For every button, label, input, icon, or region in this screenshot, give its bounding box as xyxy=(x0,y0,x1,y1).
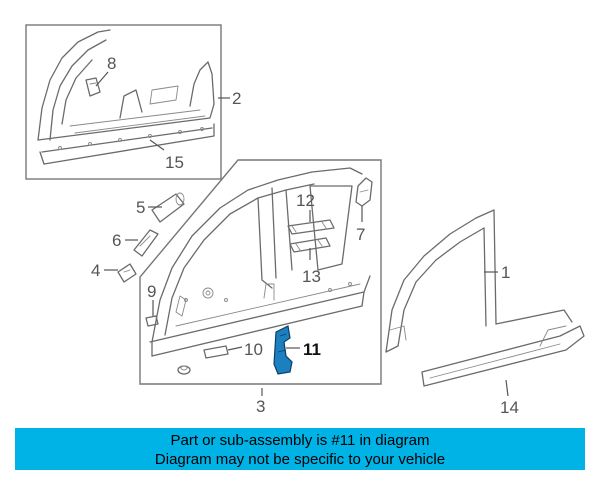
part-9-bracket xyxy=(145,315,159,327)
part-6-bracket xyxy=(133,229,159,257)
part-10-plate xyxy=(203,345,229,359)
side-panel-assembly-inset xyxy=(37,29,215,165)
callout-1: 1 xyxy=(501,263,510,282)
part-5-cylinder xyxy=(151,192,185,223)
leader-lines xyxy=(95,71,509,397)
callout-14: 14 xyxy=(500,398,519,417)
callout-6: 6 xyxy=(112,231,121,250)
callout-12: 12 xyxy=(296,191,315,210)
banner-line-1: Part or sub-assembly is #11 in diagram xyxy=(170,432,430,449)
part-14-rocker-panel xyxy=(421,325,585,387)
callout-5: 5 xyxy=(136,198,145,217)
callout-8: 8 xyxy=(107,54,116,73)
part-8-bracket xyxy=(85,77,101,97)
part-13-reinforcement xyxy=(289,237,331,253)
banner-line-2: Diagram may not be specific to your vehi… xyxy=(154,451,446,468)
info-banner: Part or sub-assembly is #11 in diagram D… xyxy=(15,428,585,470)
part-1-outer-side-panel xyxy=(385,209,573,353)
body-side-inner-assembly xyxy=(149,167,371,357)
part-7-bracket xyxy=(355,177,373,207)
inset-frame-top xyxy=(25,24,222,180)
bottom-grommet xyxy=(177,365,191,375)
inset-frame-center xyxy=(139,159,382,385)
callout-9: 9 xyxy=(147,282,156,301)
callout-4: 4 xyxy=(91,261,100,280)
callout-3: 3 xyxy=(256,397,265,416)
callout-7: 7 xyxy=(356,225,365,244)
part-12-reinforcement xyxy=(287,219,335,235)
callout-13: 13 xyxy=(302,267,321,286)
part-4-bracket xyxy=(117,263,137,283)
callout-10: 10 xyxy=(244,340,263,359)
callout-15: 15 xyxy=(165,153,184,172)
part-11-highlighted[interactable] xyxy=(273,325,293,375)
callout-2: 2 xyxy=(232,89,241,108)
callout-11: 11 xyxy=(303,340,321,359)
